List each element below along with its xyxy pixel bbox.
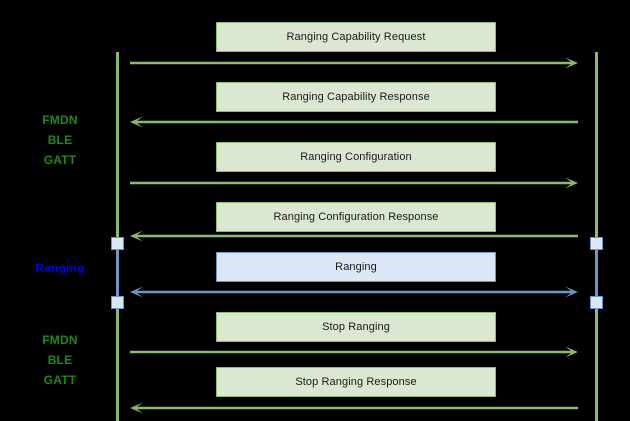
left-activation-end-node — [111, 296, 124, 309]
msg-ranging-arrow — [130, 283, 578, 301]
msg-ranging-configuration-response-label: Ranging Configuration Response — [273, 211, 439, 223]
group-fmdn-ble-gatt-top-line: FMDN — [42, 113, 78, 127]
right-activation-segment — [595, 243, 598, 302]
left-lifeline — [116, 52, 119, 421]
group-fmdn-ble-gatt-top-line: BLE — [47, 133, 73, 147]
msg-ranging-capability-response-box[interactable]: Ranging Capability Response — [216, 82, 496, 112]
right-activation-end-node — [590, 296, 603, 309]
right-lifeline — [595, 52, 598, 421]
group-fmdn-ble-gatt-bottom-line: FMDN — [42, 333, 78, 347]
left-activation-start-node — [111, 237, 124, 250]
msg-ranging-capability-request-label: Ranging Capability Request — [286, 31, 426, 43]
msg-stop-ranging-box[interactable]: Stop Ranging — [216, 312, 496, 342]
msg-stop-ranging-label: Stop Ranging — [322, 321, 390, 333]
group-fmdn-ble-gatt-top-line: GATT — [43, 153, 77, 167]
msg-ranging-capability-request-box[interactable]: Ranging Capability Request — [216, 22, 496, 52]
msg-ranging-configuration-label: Ranging Configuration — [300, 151, 412, 163]
msg-stop-ranging-response-label: Stop Ranging Response — [295, 376, 417, 388]
msg-stop-ranging-response-box[interactable]: Stop Ranging Response — [216, 367, 496, 397]
group-fmdn-ble-gatt-bottom-line: BLE — [47, 353, 73, 367]
msg-stop-ranging-response-arrow — [130, 399, 578, 417]
msg-ranging-capability-response-arrow — [130, 113, 578, 131]
group-ranging: Ranging — [20, 258, 100, 278]
msg-ranging-label: Ranging — [335, 261, 377, 273]
msg-ranging-capability-request-arrow — [130, 54, 578, 72]
msg-ranging-configuration-response-box[interactable]: Ranging Configuration Response — [216, 202, 496, 232]
msg-ranging-configuration-response-arrow — [130, 227, 578, 245]
msg-ranging-configuration-box[interactable]: Ranging Configuration — [216, 142, 496, 172]
right-activation-start-node — [590, 237, 603, 250]
msg-ranging-configuration-arrow — [130, 174, 578, 192]
msg-ranging-capability-response-label: Ranging Capability Response — [282, 91, 430, 103]
left-activation-segment — [116, 243, 119, 302]
group-fmdn-ble-gatt-bottom: FMDN BLE GATT — [20, 330, 100, 390]
msg-stop-ranging-arrow — [130, 343, 578, 361]
group-ranging-line: Ranging — [35, 261, 85, 275]
group-fmdn-ble-gatt-top: FMDN BLE GATT — [20, 110, 100, 170]
group-fmdn-ble-gatt-bottom-line: GATT — [43, 373, 77, 387]
msg-ranging-box[interactable]: Ranging — [216, 252, 496, 282]
